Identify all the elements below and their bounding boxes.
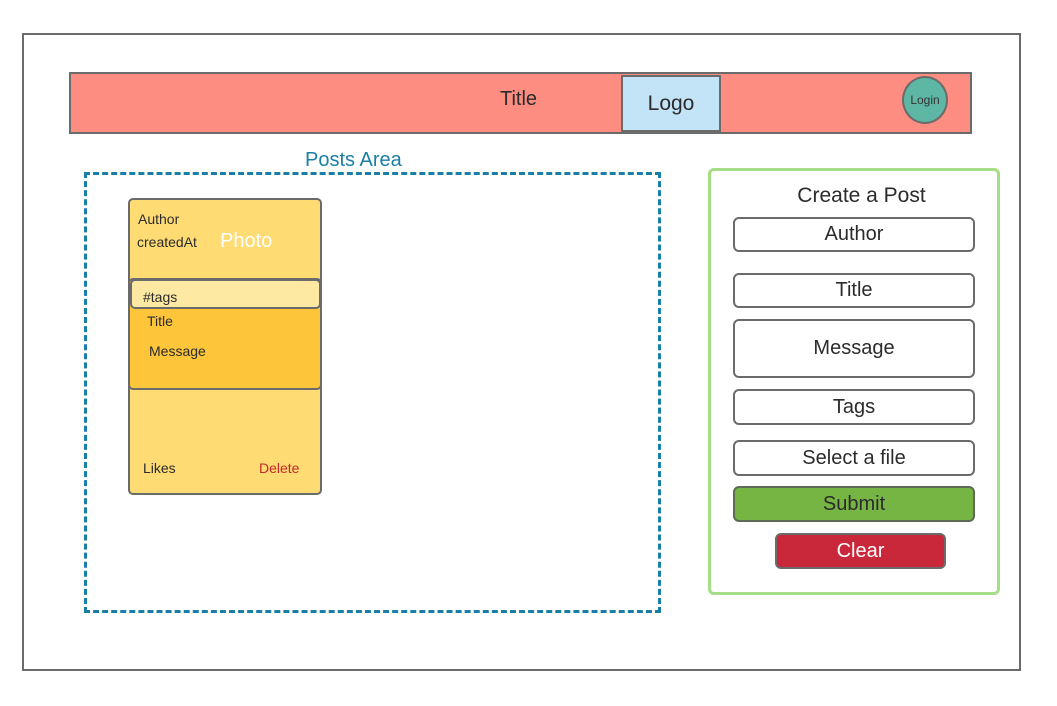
form-heading: Create a Post — [797, 184, 926, 207]
login-button[interactable]: Login — [902, 76, 948, 124]
post-message: Message — [149, 343, 206, 359]
file-select-field[interactable]: Select a file — [733, 440, 975, 476]
create-post-form — [708, 168, 1000, 595]
delete-button[interactable]: Delete — [259, 460, 300, 476]
logo[interactable]: Logo — [621, 75, 721, 132]
post-created-at: createdAt — [137, 234, 197, 250]
likes-button[interactable]: Likes — [143, 460, 176, 476]
posts-area-label: Posts Area — [305, 149, 402, 171]
posts-area — [84, 172, 661, 613]
header-title: Title — [500, 88, 538, 110]
post-photo: Photo — [220, 230, 273, 252]
clear-button[interactable]: Clear — [775, 533, 946, 569]
tags-field[interactable]: Tags — [733, 389, 975, 425]
post-author: Author — [138, 211, 180, 227]
author-field[interactable]: Author — [733, 217, 975, 252]
title-field[interactable]: Title — [733, 273, 975, 308]
post-title: Title — [147, 313, 173, 329]
header-bar — [69, 72, 972, 134]
submit-button[interactable]: Submit — [733, 486, 975, 522]
post-tags: #tags — [130, 279, 321, 309]
page-frame — [22, 33, 1021, 671]
message-field[interactable]: Message — [733, 319, 975, 378]
